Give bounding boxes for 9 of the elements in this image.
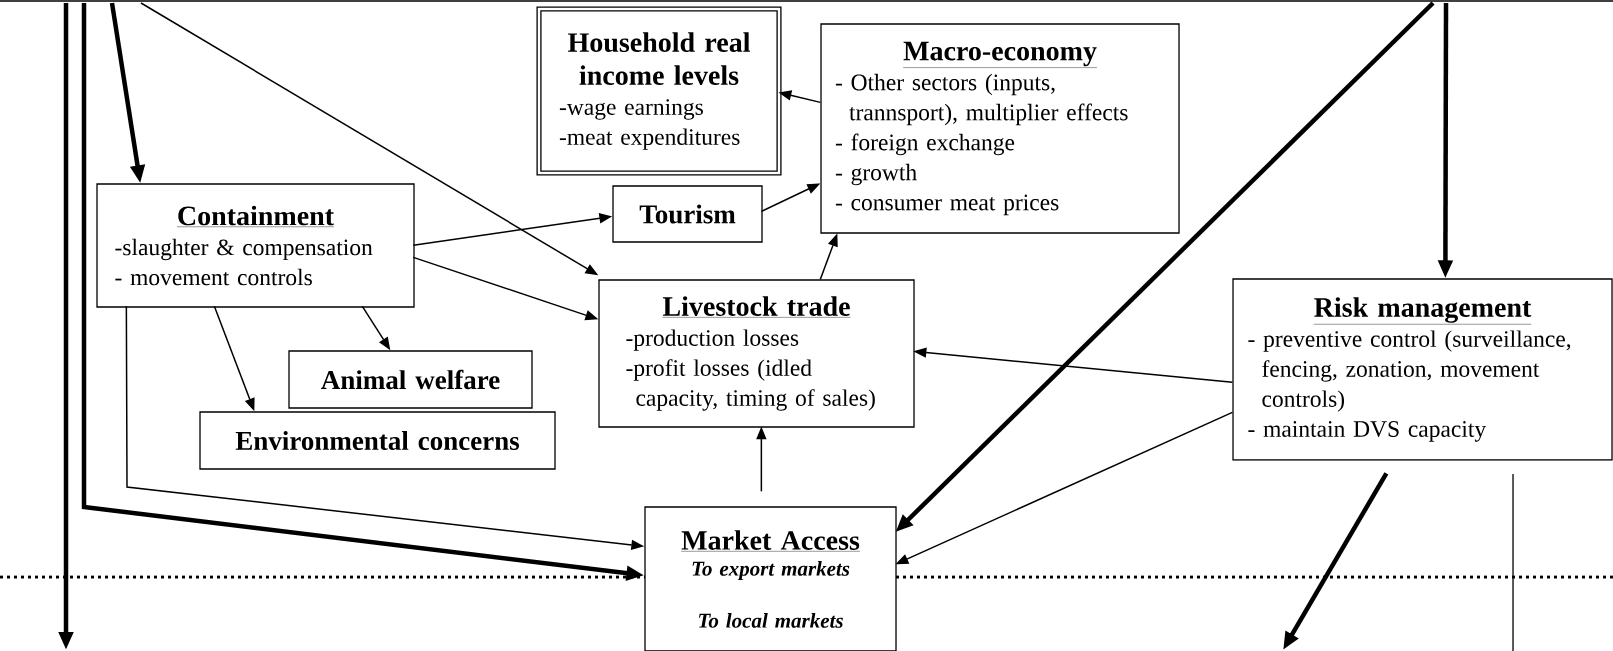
labeled-box: Macro-economy - Other sectors (inputs, trannsport), multiplier effects - foreign exchange - growth - consumer meat prices bbox=[820, 23, 1180, 234]
labeled-box: Animal welfare bbox=[288, 350, 533, 409]
labeled-box: Containment -slaughter & compensation - movement controls bbox=[96, 183, 415, 308]
labeled-box: Livestock trade -production losses -profit losses (idled capacity, timing of sales) bbox=[598, 279, 915, 428]
labeled-box: Tourism bbox=[612, 185, 763, 243]
labeled-box: Market Access To export markets To local markets bbox=[644, 506, 897, 651]
labeled-box: Risk management - preventive control (surveillance, fencing, zonation, movement controls) - maintain DVS capacity bbox=[1232, 278, 1613, 461]
double-bordered-box: Household real income levels -wage earnings -meat expenditures bbox=[536, 6, 782, 176]
labeled-box: Environmental concerns bbox=[199, 411, 556, 470]
